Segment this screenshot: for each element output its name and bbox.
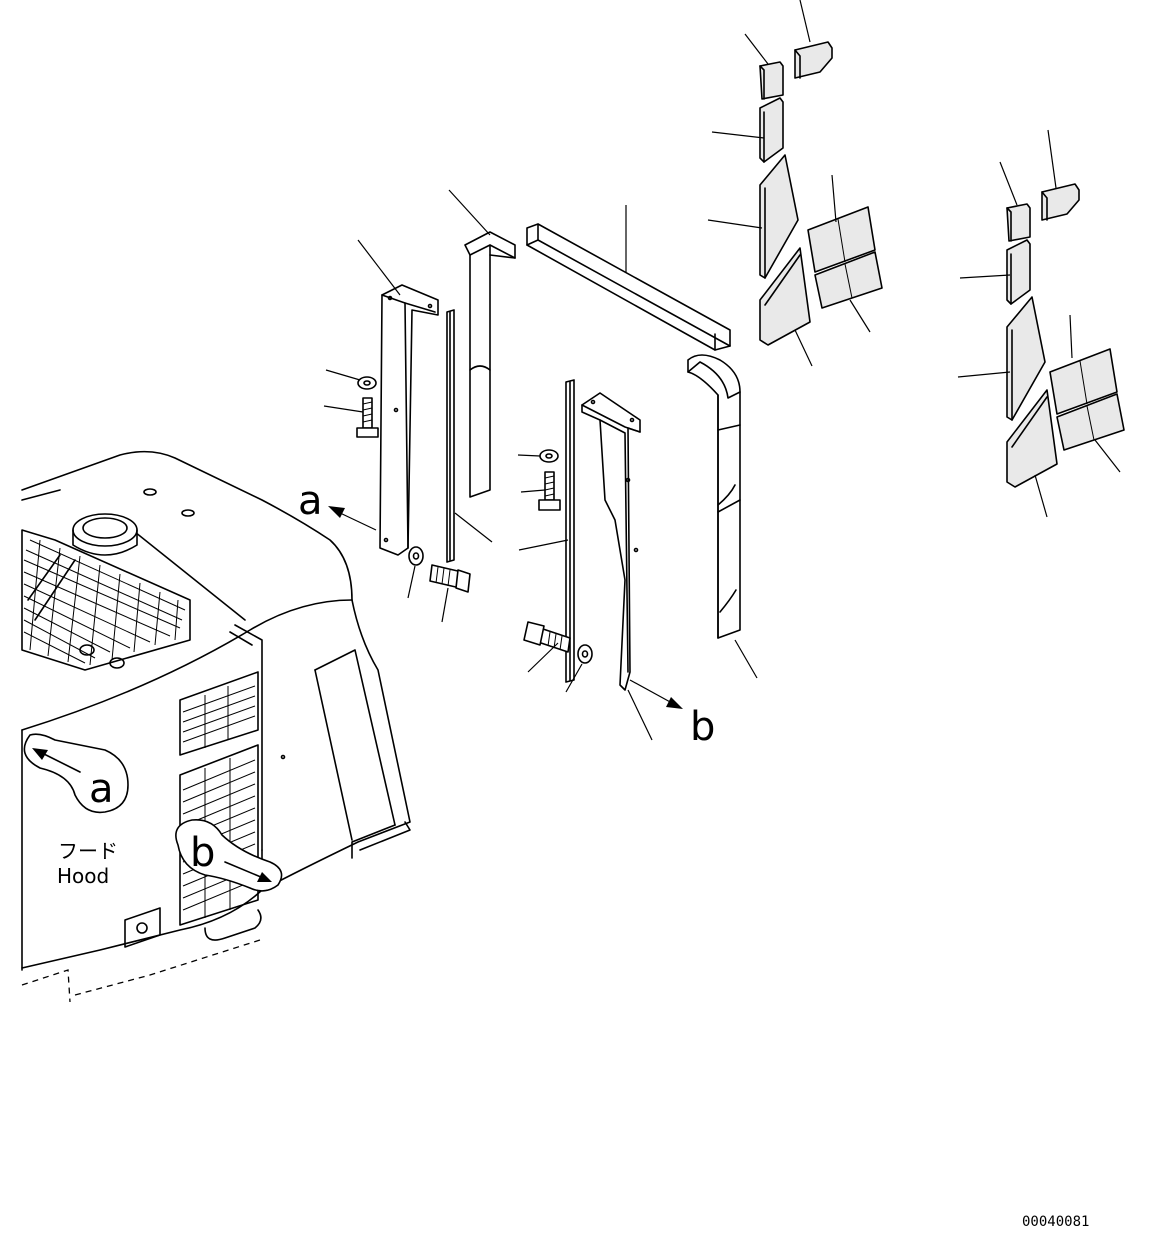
right-bracket: [581, 392, 641, 691]
filler-cap: [72, 513, 138, 556]
callout-a-bubble: [23, 733, 129, 814]
right-seal-strip: [565, 379, 575, 683]
left-cover-bar: [464, 231, 516, 498]
view-marker-a-label: a: [298, 478, 323, 524]
view-marker-b-label: b: [690, 704, 715, 750]
left-bracket: [379, 284, 439, 556]
callout-a-label: a: [89, 766, 114, 812]
pad-set-1: [759, 41, 883, 346]
right-cover-bar: [687, 354, 741, 639]
hood-label-ja: フード: [58, 839, 118, 863]
callout-b-bubble: [175, 818, 283, 892]
washer-1: [357, 376, 377, 390]
hood-assembly: [21, 450, 411, 1003]
arrow-b: [629, 679, 683, 709]
washer-3: [539, 449, 559, 463]
bolt-4: [523, 621, 571, 653]
louver-upper: [179, 671, 259, 756]
washer-4: [577, 644, 593, 664]
document-number: 00040081: [1022, 1214, 1089, 1230]
bolt-2: [429, 564, 471, 593]
bolt-3: [538, 471, 561, 511]
leader-lines: [323, 0, 1121, 741]
hood-label-en: Hood: [57, 864, 109, 888]
arrow-a: [328, 506, 377, 531]
left-seal-strip: [446, 309, 455, 563]
bolt-1: [356, 397, 379, 438]
top-seal-bar: [526, 223, 731, 351]
pad-set-2: [1006, 183, 1125, 488]
washer-2: [408, 546, 424, 566]
callout-b-label: b: [190, 830, 215, 876]
top-grille: [21, 529, 191, 671]
